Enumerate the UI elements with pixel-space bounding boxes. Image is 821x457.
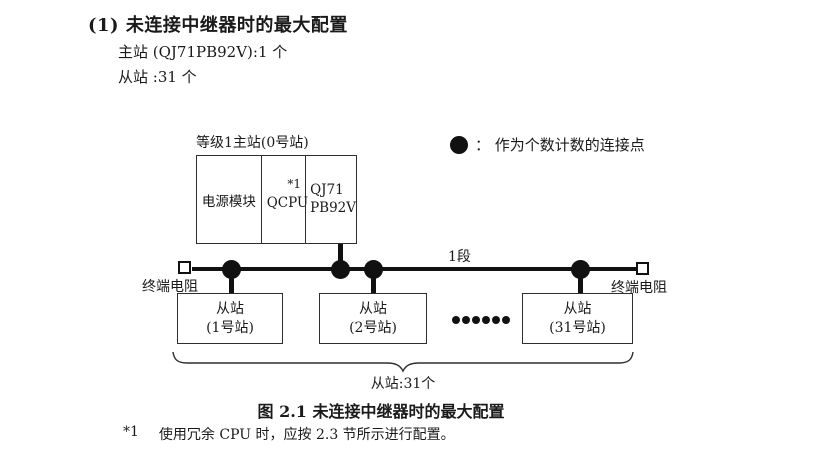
slave-group-count-label: 从站:31个 bbox=[370, 376, 436, 392]
terminating-resistor-right-icon bbox=[636, 262, 649, 275]
ellipsis-dot bbox=[452, 316, 460, 324]
cpu-module: *1 QCPU bbox=[260, 156, 308, 243]
section-title: (1) 未连接中继器时的最大配置 bbox=[88, 15, 348, 36]
segment-label: 1段 bbox=[448, 249, 471, 265]
profibus-module-label-line2: PB92V bbox=[310, 199, 356, 216]
legend-text: ： 作为个数计数的连接点 bbox=[475, 136, 645, 154]
footnote: *1 使用冗余 CPU 时，应按 2.3 节所示进行配置。 bbox=[123, 424, 455, 444]
terminating-resistor-right-label: 终端电阻 bbox=[611, 280, 667, 296]
ellipsis-dot bbox=[472, 316, 480, 324]
slave-station-2-line1: 从站 bbox=[359, 301, 387, 318]
legend: ： 作为个数计数的连接点 bbox=[450, 134, 645, 155]
slave-station-2-box: 从站 (2号站) bbox=[319, 293, 427, 344]
power-supply-module: 电源模块 bbox=[201, 193, 256, 210]
slave-station-31-box: 从站 (31号站) bbox=[522, 293, 633, 344]
cpu-module-label: QCPU bbox=[266, 195, 309, 211]
drop-line-master bbox=[338, 244, 343, 270]
slave-station-1-box: 从站 (1号站) bbox=[177, 293, 283, 344]
slave-station-2-line2: (2号站) bbox=[349, 319, 397, 336]
slave-station-1-line2: (1号站) bbox=[206, 319, 254, 336]
profibus-module-label-line1: QJ71 bbox=[310, 181, 344, 198]
master-count-line: 主站 (QJ71PB92V):1 个 bbox=[118, 43, 288, 61]
ellipsis-dot bbox=[502, 316, 510, 324]
profibus-bus-line bbox=[192, 267, 638, 271]
master-station-rack: 电源模块 *1 QCPU QJ71 PB92V bbox=[196, 155, 357, 244]
footnote-text: 使用冗余 CPU 时，应按 2.3 节所示进行配置。 bbox=[158, 427, 455, 443]
slave-station-31-line1: 从站 bbox=[563, 301, 592, 318]
ellipsis-dots bbox=[452, 316, 510, 324]
slave-count-line: 从站 :31 个 bbox=[118, 68, 197, 86]
ellipsis-dot bbox=[492, 316, 500, 324]
slave-station-1-line1: 从站 bbox=[216, 301, 244, 318]
profibus-module: QJ71 PB92V bbox=[305, 156, 356, 243]
slave-station-31-line2: (31号站) bbox=[549, 319, 606, 336]
terminating-resistor-left-label: 终端电阻 bbox=[142, 279, 198, 295]
terminating-resistor-left-icon bbox=[178, 261, 191, 274]
ellipsis-dot bbox=[462, 316, 470, 324]
connection-point-icon bbox=[450, 135, 468, 154]
drop-line-slave31 bbox=[578, 269, 583, 294]
drop-line-slave2 bbox=[371, 269, 376, 294]
footnote-ref-marker: *1 bbox=[287, 177, 302, 191]
footnote-marker: *1 bbox=[123, 424, 139, 440]
figure-caption: 图 2.1 未连接中继器时的最大配置 bbox=[257, 402, 505, 421]
drop-line-slave1 bbox=[229, 269, 234, 294]
ellipsis-dot bbox=[482, 316, 490, 324]
slave-group-brace bbox=[172, 351, 634, 373]
master-station-label: 等级1主站(0号站) bbox=[196, 135, 309, 151]
